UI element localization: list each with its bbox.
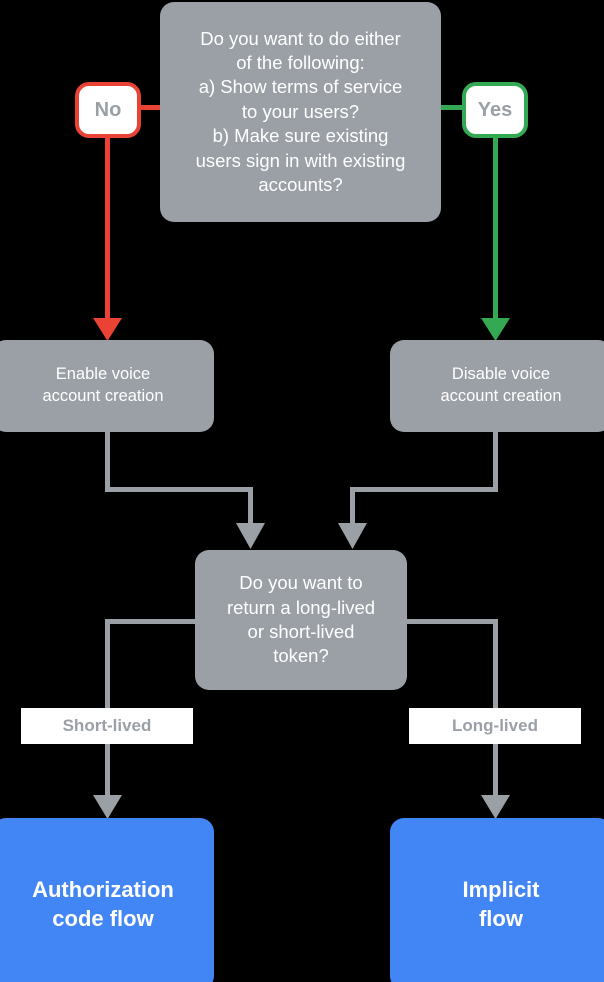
- edge-label-short-lived: Short-lived: [21, 708, 193, 744]
- branch-badge-no[interactable]: No: [75, 82, 141, 138]
- arrowhead-no: [93, 318, 122, 341]
- connector-enable-drop: [248, 487, 253, 525]
- connector-disable-drop: [350, 487, 355, 525]
- branch-badge-yes[interactable]: Yes: [462, 82, 528, 138]
- connector-enable-down: [105, 432, 110, 490]
- decision-token-text: Do you want to return a long-lived or sh…: [226, 572, 376, 667]
- connector-no-vertical: [105, 136, 110, 320]
- connector-long-across: [405, 619, 498, 624]
- arrowhead-short-lived: [93, 795, 122, 819]
- arrowhead-yes: [481, 318, 510, 341]
- connector-yes-vertical: [493, 136, 498, 320]
- node-enable-text: Enable voice account creation: [42, 365, 164, 405]
- outcome-node-authorization-code-flow[interactable]: Authorization code flow: [0, 818, 214, 982]
- arrowhead-disable-to-token: [338, 523, 367, 549]
- outcome-node-implicit-flow[interactable]: Implicit flow: [390, 818, 604, 982]
- decision-top-text: Do you want to do either of the followin…: [195, 27, 406, 196]
- connector-disable-down: [493, 432, 498, 490]
- arrowhead-enable-to-token: [236, 523, 265, 549]
- process-node-disable-voice-account-creation[interactable]: Disable voice account creation: [390, 340, 604, 432]
- edge-label-long-lived-text: Long-lived: [452, 716, 538, 735]
- node-implicit-text: Implicit flow: [462, 876, 540, 931]
- process-node-enable-voice-account-creation[interactable]: Enable voice account creation: [0, 340, 214, 432]
- connector-disable-across: [350, 487, 498, 492]
- decision-node-token-lifetime[interactable]: Do you want to return a long-lived or sh…: [195, 550, 407, 690]
- connector-short-across: [105, 619, 197, 624]
- node-auth-text: Authorization code flow: [32, 876, 174, 931]
- edge-label-short-lived-text: Short-lived: [62, 716, 152, 735]
- edge-label-long-lived: Long-lived: [409, 708, 581, 744]
- connector-enable-across: [105, 487, 253, 492]
- node-disable-text: Disable voice account creation: [440, 365, 562, 405]
- branch-badge-no-label: No: [94, 98, 122, 121]
- branch-badge-yes-label: Yes: [477, 98, 513, 121]
- connector-yes-stub: [440, 105, 463, 110]
- connector-no-stub: [141, 105, 163, 110]
- arrowhead-long-lived: [481, 795, 510, 819]
- decision-node-terms-or-existing-accounts[interactable]: Do you want to do either of the followin…: [160, 2, 441, 222]
